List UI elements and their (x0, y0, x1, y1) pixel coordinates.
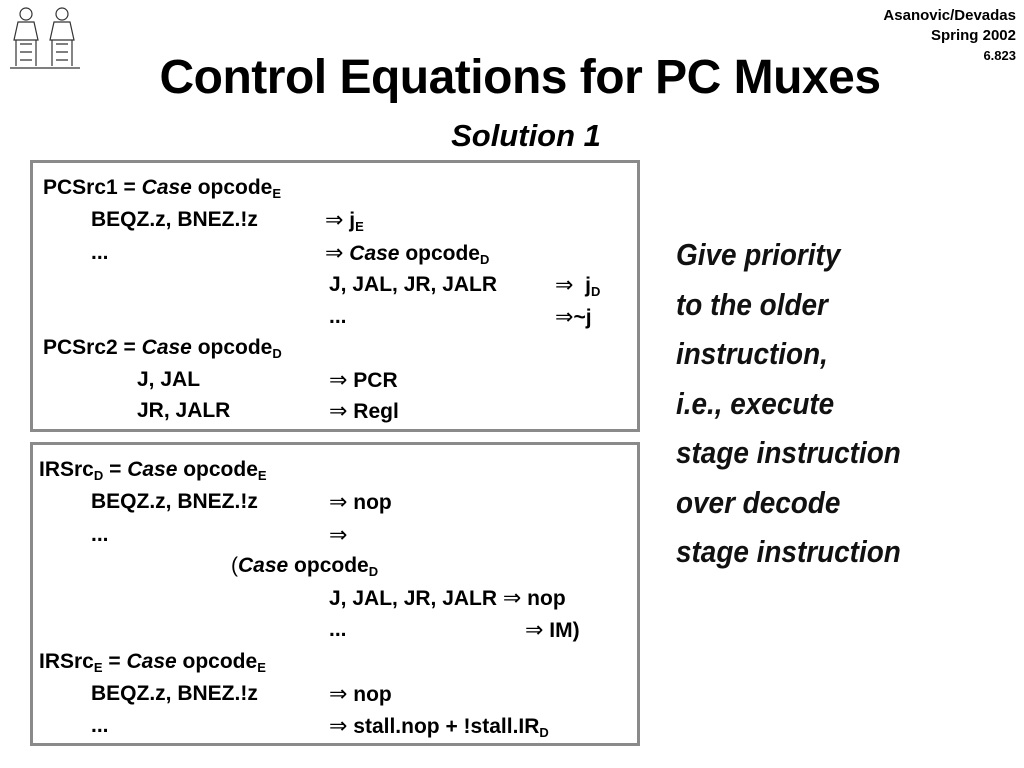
implies-icon: ⇒ (329, 398, 348, 423)
note-line: i.e., execute (676, 385, 835, 421)
subscript-d: D (590, 284, 601, 299)
pcsrc1-line: PCSrc1 = Case opcodeE (43, 175, 281, 201)
note-line: stage instruction (676, 534, 901, 569)
irsrcE-line: IRSrcE = Case opcodeE (39, 649, 266, 675)
irsrc-equations-box: IRSrcD = Case opcodeE BEQZ.z, BNEZ.!z ⇒ … (30, 442, 640, 746)
open-paren-text: ( (231, 554, 238, 577)
subscript-d: D (480, 252, 490, 267)
opcode-text: opcode (399, 242, 480, 265)
opcode-text: opcode (177, 458, 258, 481)
implies-icon: ⇒ (502, 585, 522, 610)
equals-text: = (102, 650, 127, 673)
pcsrc-equations-box: PCSrc1 = Case opcodeE BEQZ.z, BNEZ.!z ⇒ … (30, 160, 640, 432)
implies-icon: ⇒ (329, 489, 348, 514)
course-info: Asanovic/Devadas Spring 2002 6.823 (883, 6, 1016, 66)
jD-result: ⇒ jD (555, 272, 600, 299)
dots-line: ... (91, 714, 109, 737)
subscript-d: D (93, 468, 104, 483)
note-line: Give priority (676, 237, 841, 272)
note-line: instruction, (676, 336, 828, 371)
case-opcodeD-line: ⇒ Case opcodeD (325, 240, 489, 267)
case-keyword: Case (141, 336, 192, 359)
pcr-result: ⇒ PCR (329, 367, 398, 394)
irsrcD-line: IRSrcD = Case opcodeE (39, 457, 267, 483)
dots-line: ... (91, 523, 109, 546)
case-keyword: Case (238, 554, 289, 577)
case-keyword: Case (126, 650, 177, 673)
slide-title: Control Equations for PC Muxes (159, 51, 881, 104)
dots-line: ... (91, 241, 109, 264)
pcsrc2-line: PCSrc2 = Case opcodeD (43, 335, 282, 361)
opcode-text: opcode (176, 650, 258, 673)
equals-text: = (103, 458, 128, 481)
jumps-line: J, JAL, JR, JALR (329, 273, 498, 296)
course-author: Asanovic/Devadas (883, 7, 1016, 24)
pcsrc1-label: PCSrc1 = (43, 176, 142, 199)
opcode-text: opcode (288, 554, 369, 577)
note-line: stage instruction (676, 435, 901, 470)
subscript-e: E (257, 660, 266, 675)
subscript-e: E (272, 186, 282, 201)
nop-text: nop (353, 491, 392, 514)
implies-icon: ⇒ (329, 681, 348, 706)
subscript-e: E (257, 468, 267, 483)
dots-line: ... (329, 618, 347, 641)
subscript-e: E (355, 219, 364, 234)
opcode-text: opcode (191, 176, 273, 199)
stall-result: ⇒ stall.nop + !stall.IRD (329, 713, 549, 740)
course-number: 6.823 (983, 48, 1016, 63)
implies-line: ⇒ (329, 522, 347, 549)
implies-icon: ⇒ (525, 617, 544, 642)
subscript-d: D (539, 725, 549, 740)
dots-line: ... (329, 305, 347, 328)
case-opcodeD-line: (Case opcodeD (231, 553, 378, 579)
irsrc-label: IRSrc (39, 458, 94, 481)
not-j-result: ⇒~j (555, 304, 592, 331)
nop-text: nop (527, 587, 566, 610)
case-keyword: Case (127, 458, 178, 481)
im-result: ⇒ IM) (525, 617, 580, 644)
beqz-line: BEQZ.z, BNEZ.!z (91, 208, 258, 231)
irsrc-label: IRSrc (39, 650, 94, 673)
nop-result: ⇒ nop (329, 489, 392, 516)
course-term: Spring 2002 (930, 27, 1016, 44)
implies-icon: ⇒ (329, 522, 348, 547)
not-j-text: ~j (573, 306, 592, 329)
regl-text: Regl (353, 400, 399, 423)
im-text: IM) (549, 619, 580, 642)
slide-subtitle: Solution 1 (451, 118, 601, 153)
j-text: j (343, 209, 356, 232)
nop-result: ⇒ nop (329, 681, 392, 708)
note-line: to the older (676, 286, 828, 322)
priority-note: Give priority to the older instruction, … (676, 230, 982, 577)
stall-text: stall.nop + !stall.IR (353, 715, 540, 738)
implies-icon: ⇒ (325, 207, 344, 232)
case-keyword: Case (141, 176, 192, 199)
implies-icon: ⇒ (325, 240, 344, 265)
implies-icon: ⇒ (555, 272, 574, 297)
jE-result: ⇒ jE (325, 207, 364, 234)
jr-jalr-line: JR, JALR (137, 399, 231, 422)
implies-icon: ⇒ (329, 713, 348, 738)
j-text: j (585, 274, 591, 297)
mit-logo-icon (10, 7, 80, 69)
pcsrc2-label: PCSrc2 = (43, 336, 142, 359)
subscript-e: E (93, 660, 103, 675)
jumps-text: J, JAL, JR, JALR (329, 587, 498, 610)
beqz-line: BEQZ.z, BNEZ.!z (91, 682, 258, 705)
opcode-text: opcode (191, 336, 273, 359)
beqz-line: BEQZ.z, BNEZ.!z (91, 490, 258, 513)
implies-icon: ⇒ (329, 367, 348, 392)
nop-text: nop (353, 683, 392, 706)
regl-result: ⇒ Regl (329, 398, 399, 425)
subscript-d: D (368, 564, 379, 579)
note-line: over decode (676, 484, 841, 520)
j-jal-line: J, JAL (137, 368, 201, 391)
implies-icon: ⇒ (555, 304, 574, 329)
jumps-line: J, JAL, JR, JALR ⇒ nop (329, 585, 566, 612)
pcr-text: PCR (353, 369, 398, 392)
subscript-d: D (272, 346, 282, 361)
case-keyword: Case (349, 242, 400, 265)
